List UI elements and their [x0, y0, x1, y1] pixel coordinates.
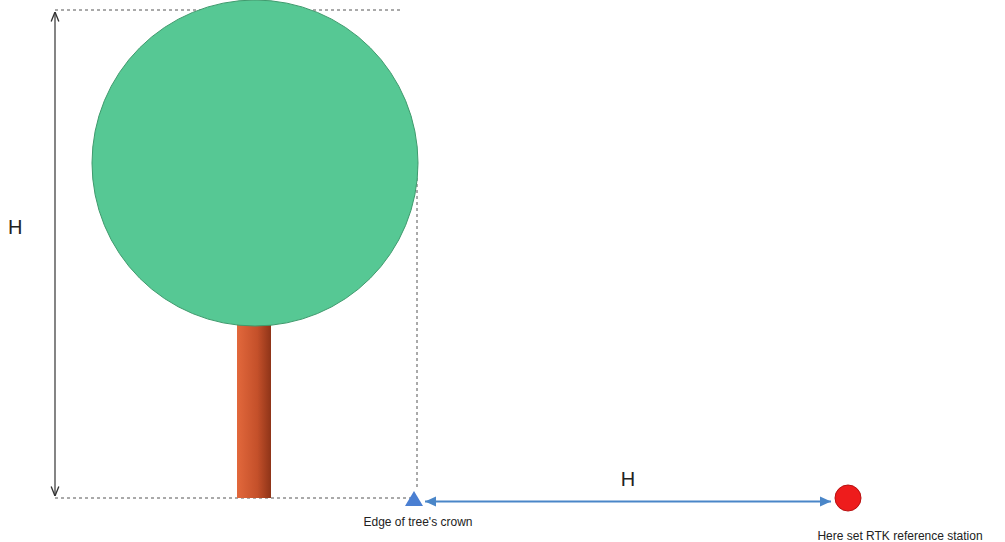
marker-caption: Here set RTK reference station: [796, 529, 1004, 542]
guide-line: [55, 498, 412, 499]
guide-line: [417, 166, 418, 490]
distance-label: H: [621, 468, 635, 490]
station-node: Here set RTK reference station: [796, 484, 1004, 542]
reference-station-marker: [834, 484, 862, 512]
dimension-arrow: [54, 12, 55, 496]
marker-caption: Edge of tree's crown: [336, 515, 500, 529]
tree-trunk: [237, 300, 271, 498]
crown-edge-marker: [405, 491, 423, 506]
dimension-label: H: [8, 216, 22, 238]
station-node: Edge of tree's crown: [336, 488, 500, 531]
distance-arrow: [425, 497, 831, 507]
tree-crown: [92, 0, 418, 326]
